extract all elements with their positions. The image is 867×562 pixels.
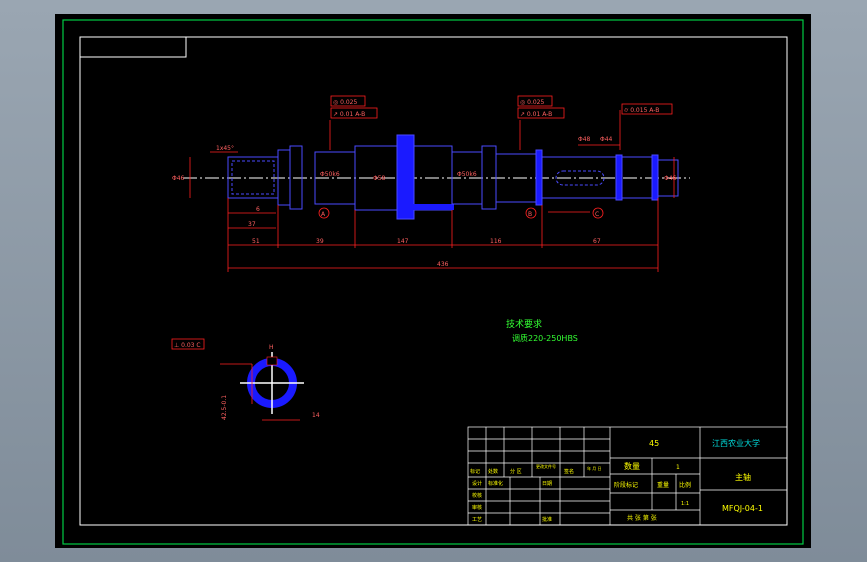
datum-b: B [528, 211, 532, 218]
outer-green-border [62, 19, 804, 545]
quantity-value: 1 [676, 464, 680, 471]
dim-len-4: 116 [490, 238, 502, 245]
role-check: 校核 [472, 492, 482, 499]
drawing-number: MFQJ-04-1 [722, 504, 763, 513]
rev-header-1: 处数 [488, 468, 498, 475]
dim-chamfer: 1x45° [216, 145, 234, 152]
scale-label: 比例 [679, 481, 691, 489]
dim-keyway-depth: 6 [256, 206, 260, 213]
section-keyway [266, 356, 278, 366]
dim-collar: Φ58 [373, 175, 386, 182]
datum-c: C [595, 211, 599, 218]
dim-step-right-2: Φ44 [600, 136, 613, 143]
role-date: 日期 [542, 481, 552, 487]
right-keyway [555, 170, 605, 186]
stage-label: 阶段标记 [614, 481, 638, 489]
tol-right: ⌭ 0.015 A-B [624, 107, 659, 114]
shaft-tip [657, 159, 679, 197]
section-label-h: H [269, 344, 274, 351]
dim-left-dia: Φ46 [172, 175, 185, 182]
dimension-lines [189, 110, 675, 272]
dim-bearing-right: Φ50k6 [457, 171, 477, 178]
rev-header-3: 更改文件号 [536, 463, 556, 469]
weight-label: 重量 [657, 481, 669, 489]
dim-bearing-left: Φ50k6 [320, 171, 340, 178]
tol-left-2: ↗ 0.01 A-B [333, 111, 365, 118]
section-key-depth: 42.5-0.1 [221, 395, 228, 420]
sheet-info: 共 张 第 张 [627, 514, 657, 522]
drawing-background [55, 14, 811, 548]
rev-header-4: 签名 [564, 468, 574, 475]
dim-right-dia: Φ46 [664, 175, 677, 182]
tolerance-frames: ◎ 0.025 ↗ 0.01 A-B ◎ 0.025 ↗ 0.01 A-B ⌭ … [171, 95, 673, 350]
dim-step-right-1: Φ48 [578, 136, 591, 143]
role-design: 设计 [472, 480, 482, 487]
title-block-text: 45 江西农业大学 数量 1 主轴 阶段标记 重量 比例 1:1 MFQJ-04… [470, 438, 763, 523]
shaft-shoulder [535, 149, 543, 206]
dim-total: 436 [437, 261, 449, 268]
notes-title: 技术要求 [506, 318, 542, 330]
school-name: 江西农业大学 [712, 438, 760, 448]
collar-keyway [408, 204, 454, 210]
scale-value: 1:1 [681, 501, 689, 507]
tol-mid-2: ↗ 0.01 A-B [520, 111, 552, 118]
role-standard: 标准化 [488, 480, 503, 487]
notes-line-1: 调质220-250HBS [512, 333, 578, 343]
tol-left-1: ◎ 0.025 [333, 99, 358, 106]
part-name: 主轴 [735, 472, 751, 482]
shaft-right-cap [651, 154, 659, 201]
shaft-groove [615, 154, 623, 201]
section-view: H 14 42.5-0.1 [220, 344, 320, 421]
tol-section: ⊥ 0.03 C [174, 342, 201, 349]
dim-len-5: 67 [593, 238, 601, 245]
dim-len-3: 147 [397, 238, 409, 245]
dim-len-2: 39 [316, 238, 324, 245]
rev-header-2: 分 区 [510, 468, 522, 475]
rev-header-0: 标记 [470, 468, 480, 475]
tol-mid-1: ◎ 0.025 [520, 99, 545, 106]
section-key-width: 14 [312, 412, 320, 419]
role-approve: 批准 [542, 516, 552, 523]
shaft-step-2 [289, 145, 303, 210]
datum-a: A [321, 211, 326, 218]
dim-len-1: 51 [252, 238, 260, 245]
left-keyway [231, 160, 275, 195]
dim-keyway-length: 37 [248, 221, 256, 228]
frame-corner-box [79, 36, 187, 58]
shaft-view [183, 134, 690, 220]
rev-header-5: 年 月 日 [587, 465, 602, 471]
dimension-texts: 51 39 147 116 67 436 37 6 1x45° Φ46 Φ46 … [172, 136, 677, 268]
inner-frame [79, 36, 788, 526]
quantity-label: 数量 [624, 461, 640, 471]
role-process: 工艺 [472, 517, 482, 523]
role-review: 审核 [472, 504, 482, 511]
title-block [467, 426, 788, 526]
material: 45 [649, 439, 659, 448]
